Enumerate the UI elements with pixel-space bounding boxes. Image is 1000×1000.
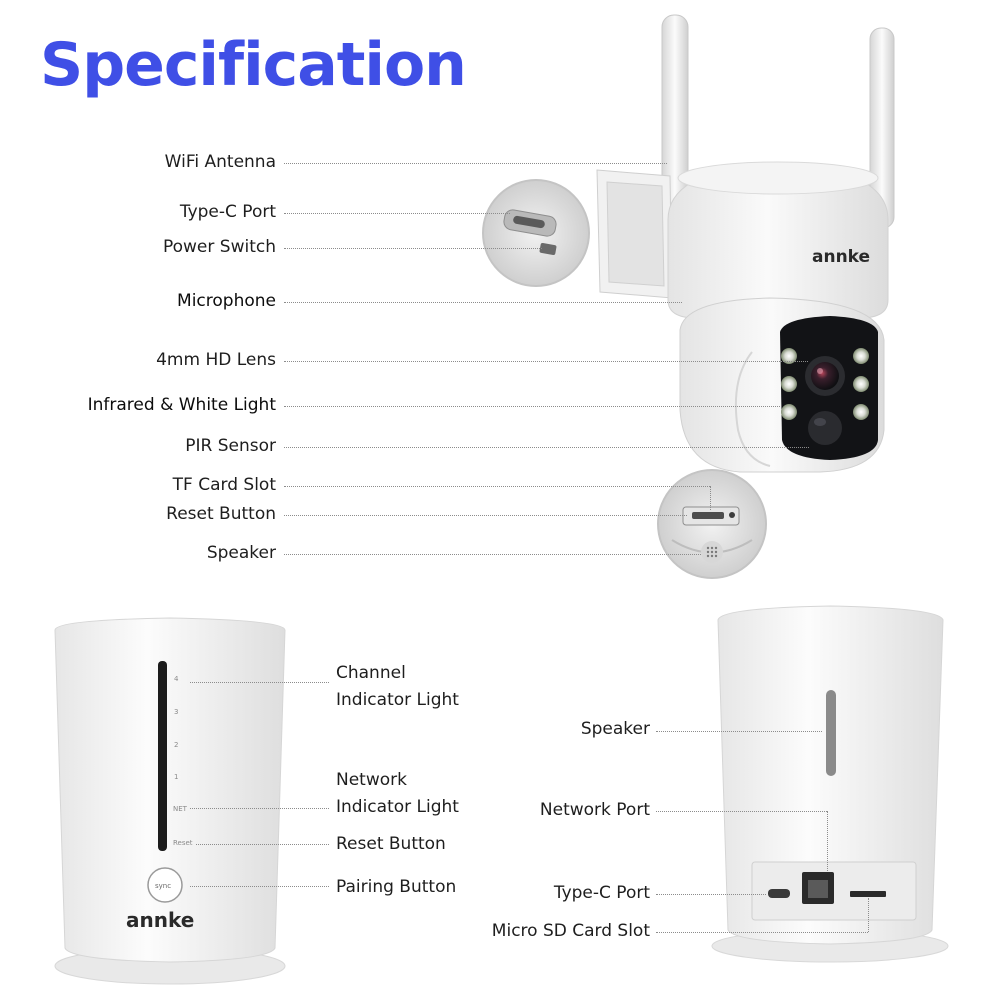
label-back-type-c-port: Type-C Port: [553, 883, 650, 903]
led-4: [853, 348, 869, 364]
speaker-grille: [826, 690, 836, 776]
leader-tf-card-slot-drop: [710, 486, 711, 510]
camera-face: [780, 316, 878, 460]
label-microphone: Microphone: [177, 291, 276, 311]
port-flap: [596, 169, 673, 299]
label-hd-lens: 4mm HD Lens: [156, 350, 276, 370]
leader-network-port-drop: [827, 811, 828, 871]
type-c-port-back: [768, 889, 790, 898]
label-tf-card-slot: TF Card Slot: [172, 475, 276, 495]
channel-mark-1: 1: [174, 773, 178, 781]
label-pir-sensor: PIR Sensor: [185, 436, 276, 456]
label-micro-sd: Micro SD Card Slot: [491, 921, 650, 941]
base-brand: annke: [126, 908, 194, 932]
label-base-reset-button: Reset Button: [336, 834, 446, 854]
label-back-speaker: Speaker: [580, 719, 650, 739]
channel-mark-3: 3: [174, 708, 178, 716]
leader-pairing: [190, 886, 329, 887]
leader-back-speaker: [656, 731, 822, 732]
zoom-underside-detail: [657, 469, 767, 579]
label-type-c-port: Type-C Port: [179, 202, 276, 222]
sync-button: [147, 867, 183, 903]
label-power-switch: Power Switch: [162, 237, 276, 257]
label-reset-button: Reset Button: [166, 504, 276, 524]
micro-sd-slot: [850, 891, 886, 897]
leader-network-port: [656, 811, 827, 812]
leader-type-c-port: [284, 213, 510, 214]
leader-micro-sd-rise: [868, 898, 869, 932]
leader-network: [190, 808, 329, 809]
leader-back-type-c: [656, 894, 766, 895]
leader-tf-card-slot: [284, 486, 710, 487]
label-channel-line2: Indicator Light: [336, 690, 459, 710]
leader-pir-sensor: [284, 447, 809, 448]
label-channel-line1: Channel: [336, 663, 406, 683]
base-station-front: [54, 617, 286, 985]
leader-ir-white-light: [284, 406, 780, 407]
leader-base-reset: [196, 844, 329, 845]
label-speaker: Speaker: [206, 543, 276, 563]
label-ir-white-light: Infrared & White Light: [87, 395, 276, 415]
leader-channel: [190, 682, 329, 683]
leader-power-switch: [284, 248, 542, 249]
pir-sensor: [808, 411, 842, 445]
leader-speaker: [284, 554, 701, 555]
sync-mark: sync: [155, 882, 171, 890]
channel-mark-4: 4: [174, 675, 179, 683]
hd-lens: [811, 362, 839, 390]
label-wifi-antenna: WiFi Antenna: [164, 152, 276, 172]
base-station-back: [711, 605, 949, 963]
leader-reset-button: [284, 515, 687, 516]
camera-upper-body: [667, 161, 889, 319]
page-title: Specification: [40, 30, 467, 100]
leader-micro-sd: [656, 932, 868, 933]
led-1: [781, 348, 797, 364]
label-network-line1: Network: [336, 770, 407, 790]
led-3: [781, 404, 797, 420]
indicator-strip: [158, 661, 167, 851]
led-2: [781, 376, 797, 392]
label-pairing-button: Pairing Button: [336, 877, 457, 897]
label-network-port: Network Port: [539, 800, 650, 820]
leader-hd-lens: [284, 361, 808, 362]
channel-mark-2: 2: [174, 741, 178, 749]
leader-wifi-antenna: [284, 163, 667, 164]
zoom-ports-detail: [482, 179, 590, 287]
label-network-line2: Indicator Light: [336, 797, 459, 817]
reset-mark: Reset: [173, 839, 193, 847]
camera-brand: annke: [812, 247, 870, 267]
led-5: [853, 376, 869, 392]
led-6: [853, 404, 869, 420]
leader-microphone: [284, 302, 682, 303]
net-mark: NET: [173, 805, 188, 813]
